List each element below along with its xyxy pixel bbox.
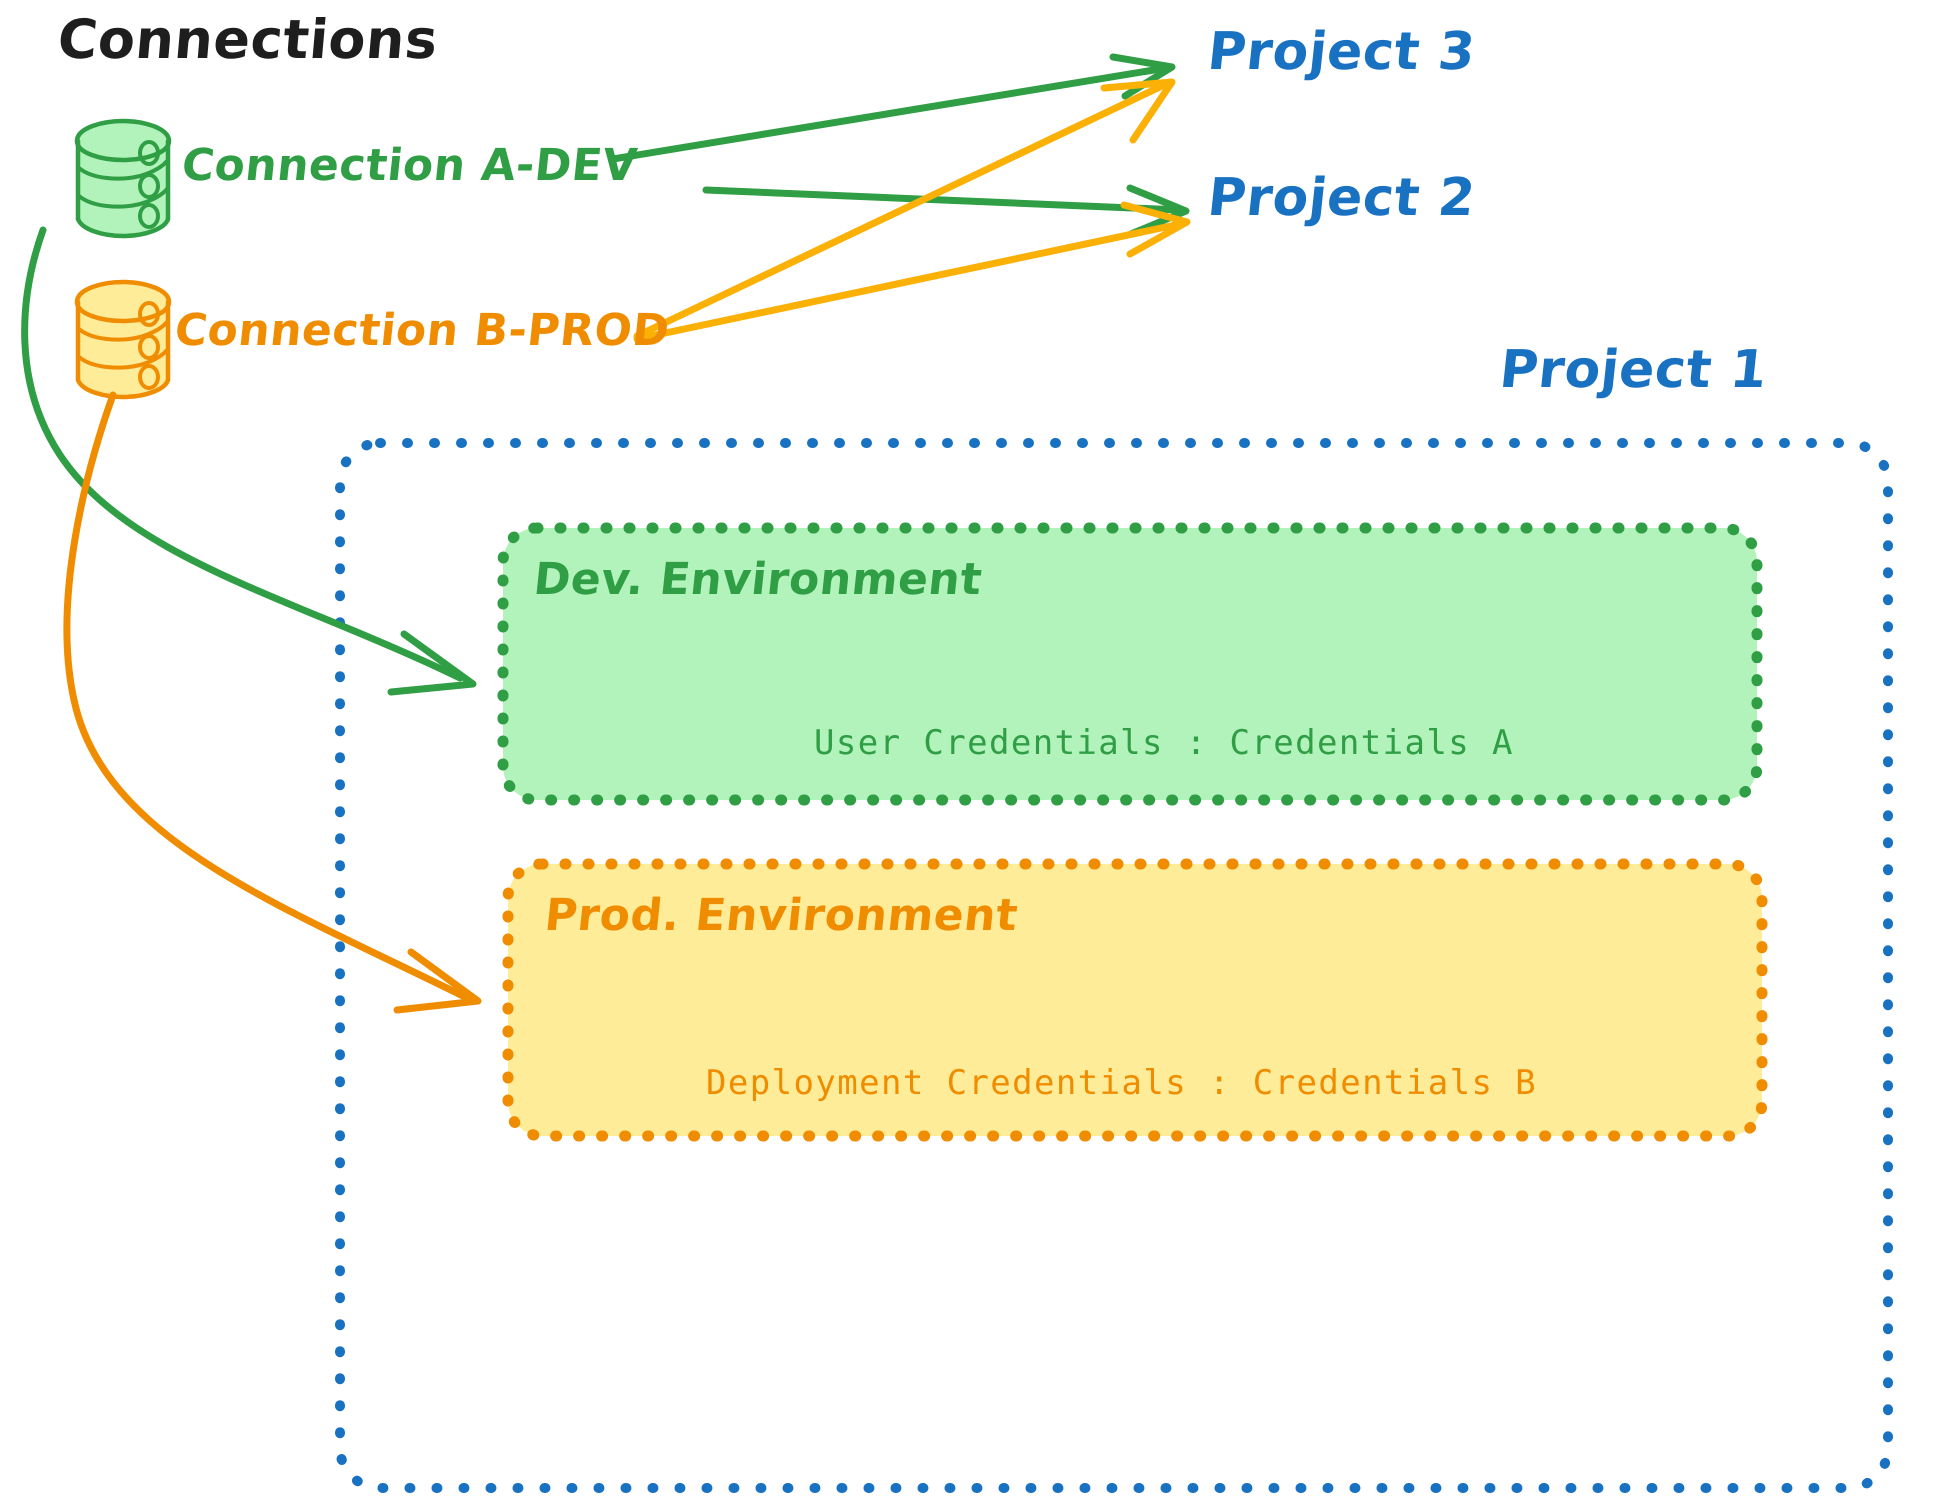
prod-environment-box[interactable] bbox=[502, 858, 1768, 1142]
prod-environment-credentials: Deployment Credentials : Credentials B bbox=[706, 1063, 1538, 1103]
prod-environment-title: Prod. Environment bbox=[542, 890, 1021, 941]
dev-environment-box[interactable] bbox=[497, 522, 1763, 806]
project-label-project-1[interactable]: Project 1 bbox=[1496, 340, 1771, 400]
edge-a-dev-to-dev-environment bbox=[21, 226, 477, 696]
project1-container bbox=[335, 438, 1893, 1493]
project-label-project-3[interactable]: Project 3 bbox=[1204, 22, 1479, 82]
project-label-project-2[interactable]: Project 2 bbox=[1204, 168, 1479, 228]
connection-label-a-dev[interactable]: Connection A-DEV bbox=[179, 140, 640, 191]
edge-b-prod-to-project-2 bbox=[633, 201, 1191, 343]
dev-environment-title: Dev. Environment bbox=[531, 554, 985, 605]
edge-a-dev-to-project-2 bbox=[702, 184, 1190, 238]
dev-environment-credentials: User Credentials : Credentials A bbox=[814, 723, 1514, 763]
edge-b-prod-to-prod-environment bbox=[63, 391, 482, 1014]
database-icon-a-dev[interactable] bbox=[74, 118, 172, 239]
edge-a-dev-to-project-3 bbox=[609, 53, 1176, 163]
page-title: Connections bbox=[55, 8, 441, 71]
database-icon-b-prod[interactable] bbox=[74, 279, 172, 400]
edge-b-prod-to-project-3 bbox=[633, 78, 1176, 340]
connection-label-b-prod[interactable]: Connection B-PROD bbox=[172, 305, 673, 356]
